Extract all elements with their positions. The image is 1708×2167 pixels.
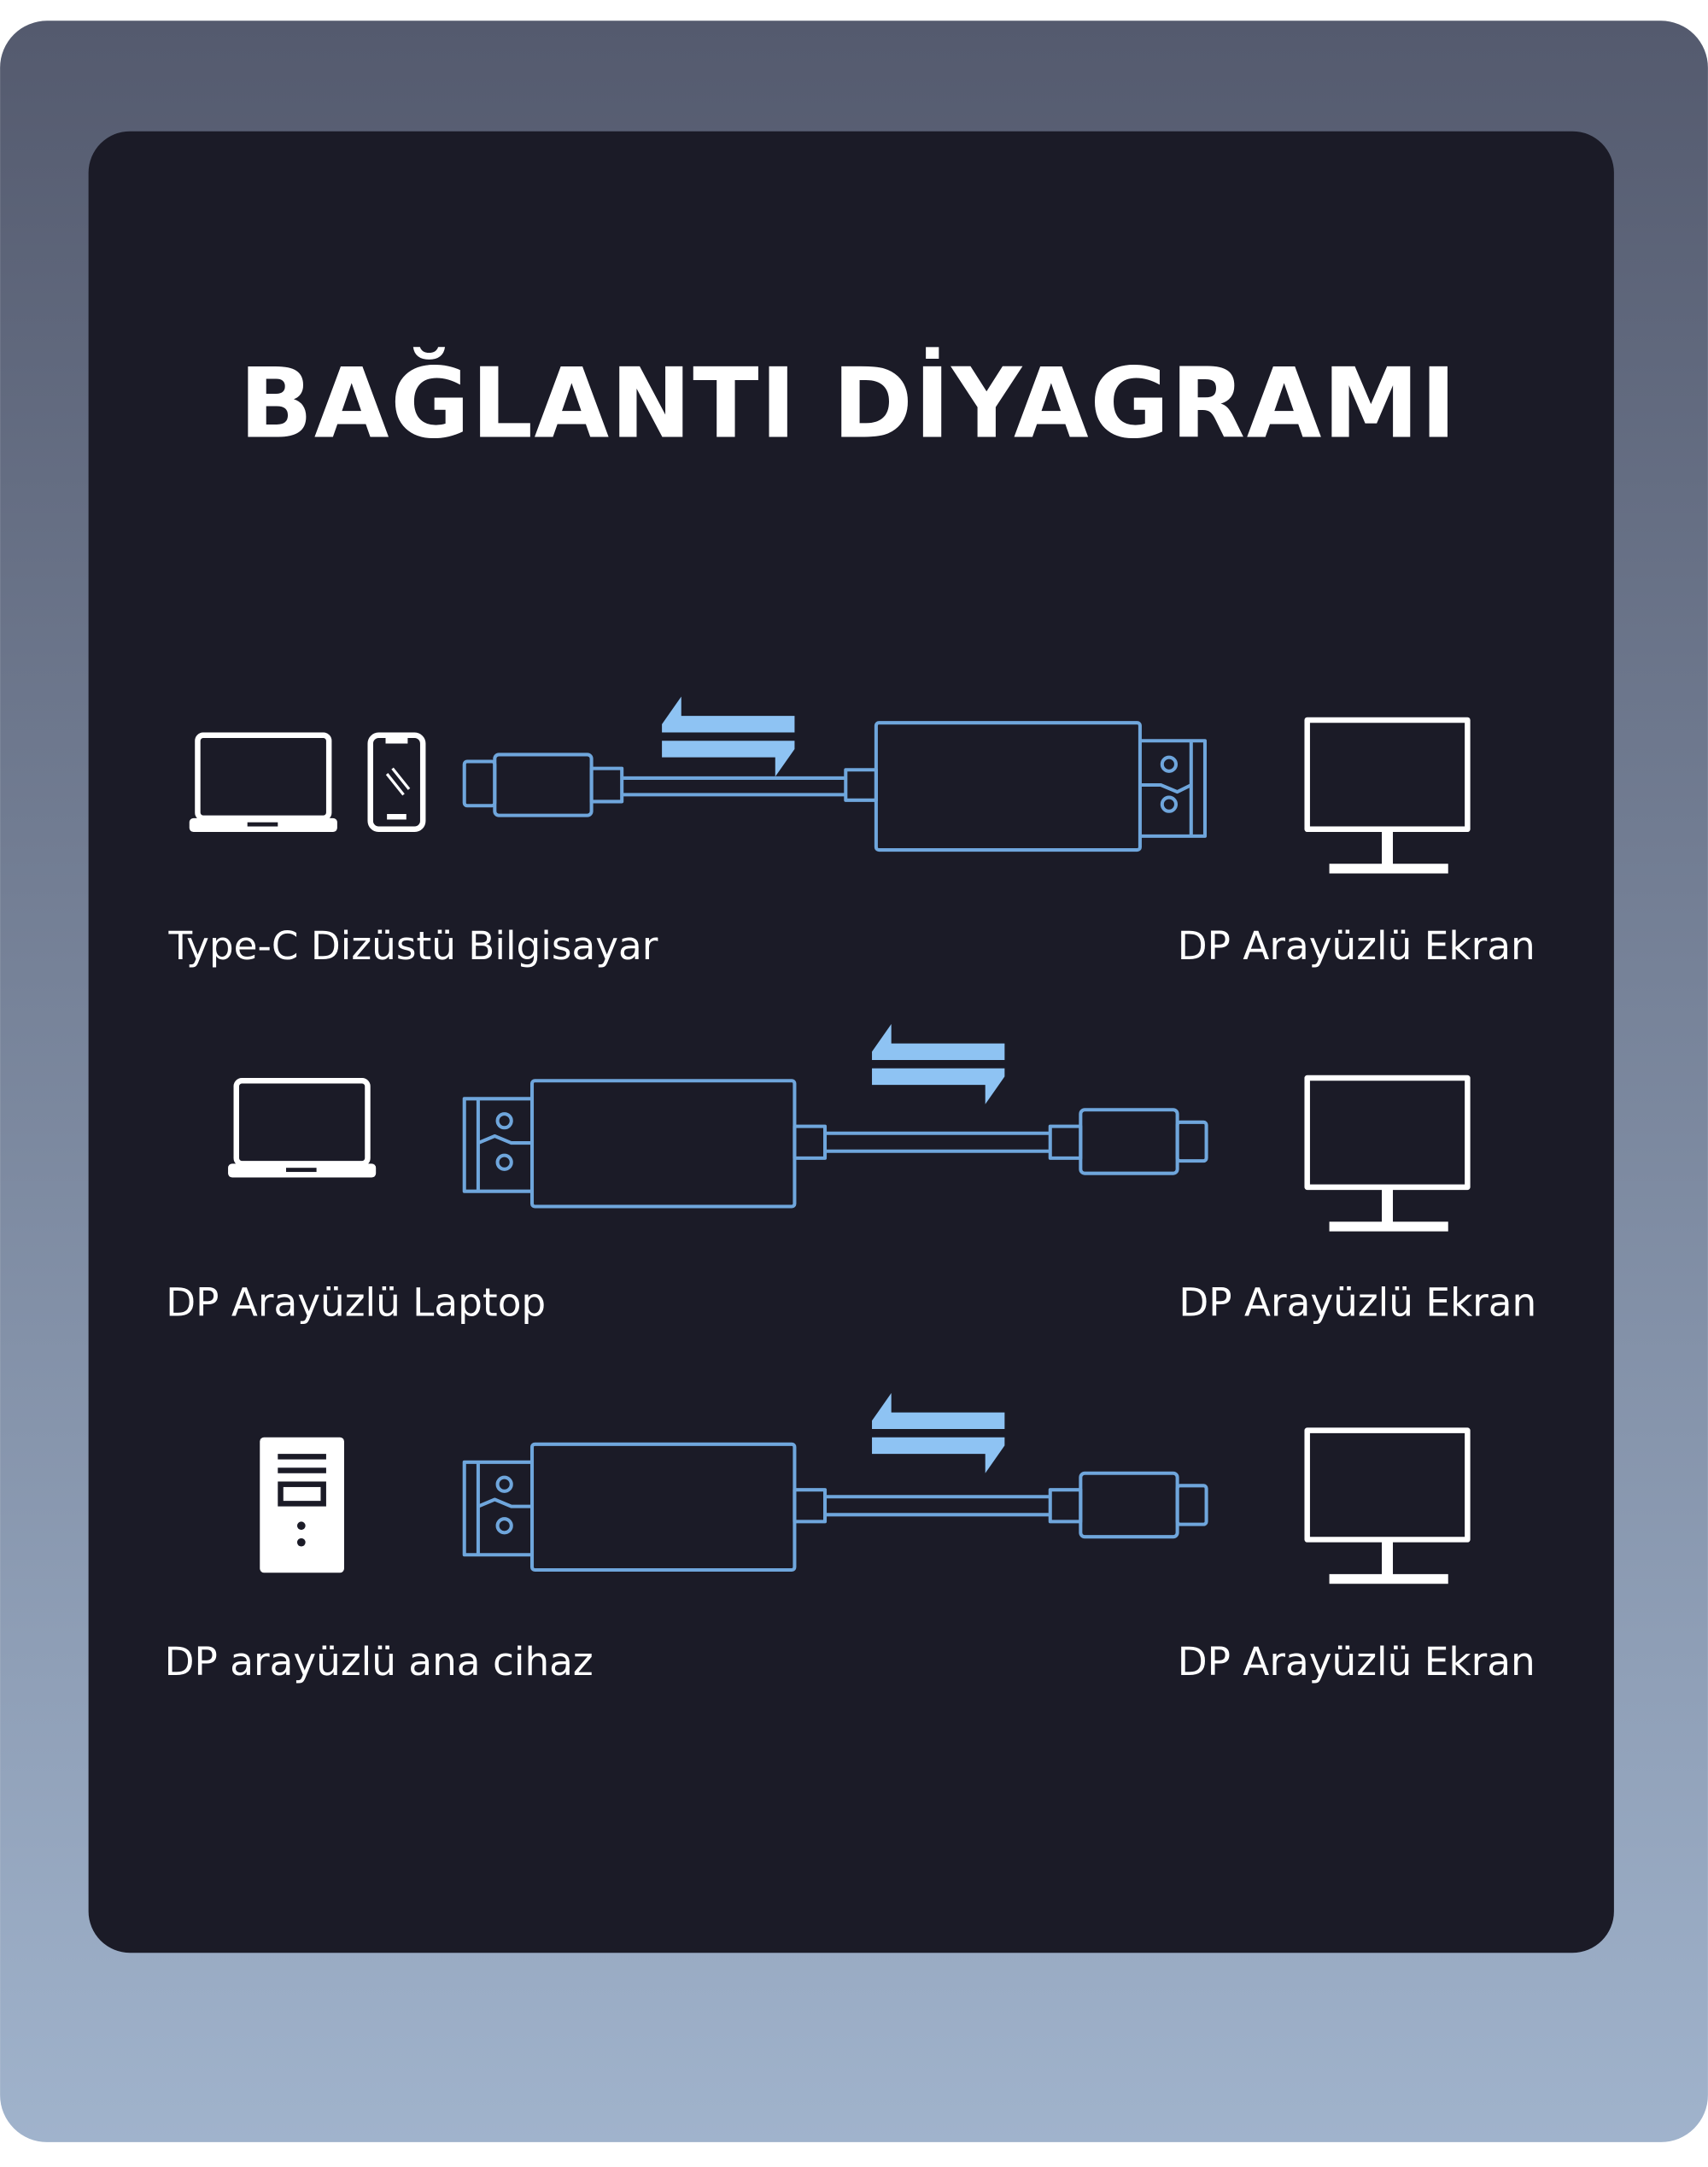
dark-panel — [88, 131, 1614, 1953]
phone-icon — [367, 732, 426, 833]
connection-row-dp-laptop: DP Arayüzlü Laptop DP Arayüzlü Ekran — [166, 1023, 1536, 1325]
source-label: DP Arayüzlü Laptop — [166, 1280, 546, 1325]
page-title: BAĞLANTI DİYAGRAMI — [239, 346, 1458, 460]
desktop-tower-icon — [260, 1437, 344, 1573]
connection-row-dp-host: DP arayüzlü ana cihaz DP Arayüzlü Ekran — [165, 1392, 1535, 1684]
target-label: DP Arayüzlü Ekran — [1178, 923, 1535, 969]
connection-row-usb-c-source: Type-C Dizüstü Bilgisayar DP Arayüzlü Ek… — [167, 696, 1535, 969]
source-label: DP arayüzlü ana cihaz — [165, 1639, 594, 1684]
usb-c-to-dp-cable-icon — [462, 721, 1207, 852]
target-label: DP Arayüzlü Ekran — [1179, 1280, 1536, 1325]
source-label: Type-C Dizüstü Bilgisayar — [167, 923, 658, 969]
target-label: DP Arayüzlü Ekran — [1178, 1639, 1535, 1684]
